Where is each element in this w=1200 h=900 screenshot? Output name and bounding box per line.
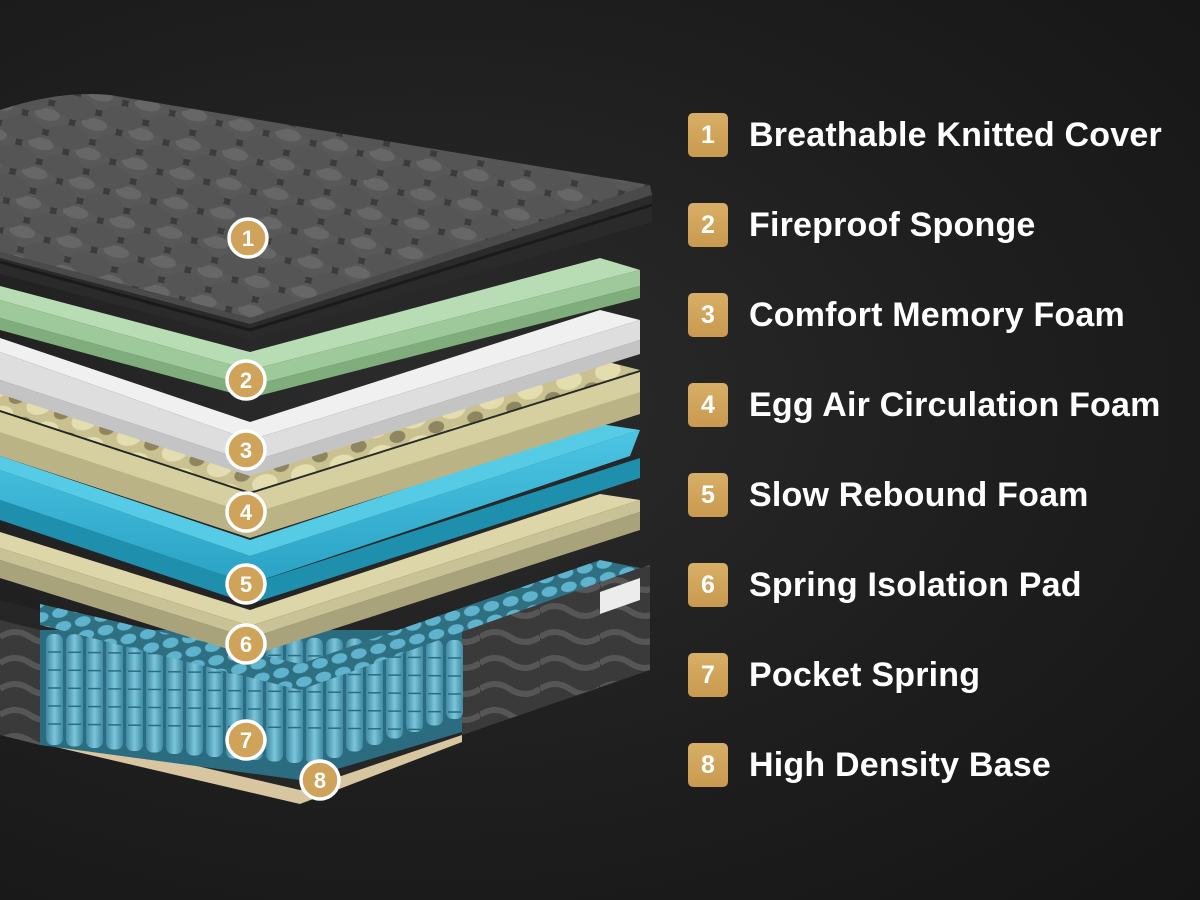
- spring-coil: [426, 639, 443, 726]
- spring-coil: [46, 634, 63, 745]
- spring-coil: [386, 639, 403, 739]
- layer-pocket-spring: [0, 560, 650, 790]
- legend-label: Comfort Memory Foam: [749, 295, 1125, 334]
- spring-coil: [106, 634, 123, 750]
- spring-coil: [286, 637, 303, 763]
- marker-circle: [225, 359, 267, 401]
- layer-marker-2: 2: [225, 359, 267, 401]
- legend-label: Pocket Spring: [749, 655, 981, 694]
- layer-marker-5: 5: [225, 563, 267, 605]
- marker-number: 2: [240, 368, 252, 393]
- layer-marker-6: 6: [225, 623, 267, 665]
- layer-memory-foam: [0, 310, 640, 476]
- legend-label: Spring Isolation Pad: [749, 565, 1082, 604]
- marker-circle: [227, 217, 269, 259]
- layer-marker-1: 1: [227, 217, 269, 259]
- layer-spring-isolation-pad: [0, 494, 640, 656]
- marker-circle: [225, 623, 267, 665]
- legend-badge: 8: [688, 743, 728, 787]
- spring-coil: [406, 639, 423, 732]
- legend-label: Egg Air Circulation Foam: [749, 385, 1161, 424]
- legend-item-7: 7 Pocket Spring: [688, 652, 980, 698]
- marker-number: 5: [240, 572, 252, 597]
- legend-item-6: 6 Spring Isolation Pad: [688, 562, 1082, 608]
- legend-badge: 2: [688, 203, 728, 247]
- spring-coil: [446, 640, 463, 719]
- layer-marker-4: 4: [225, 491, 267, 533]
- legend-item-1: 1 Breathable Knitted Cover: [688, 112, 1162, 158]
- spring-coil: [66, 634, 83, 747]
- marker-circle: [225, 563, 267, 605]
- layer-knitted-cover: [0, 94, 653, 340]
- legend-label: Breathable Knitted Cover: [749, 115, 1162, 154]
- legend-label: Fireproof Sponge: [749, 205, 1036, 244]
- spring-coil: [126, 635, 143, 751]
- legend-label: Slow Rebound Foam: [749, 475, 1089, 514]
- legend-badge: 6: [688, 563, 728, 607]
- marker-number: 6: [240, 632, 252, 657]
- legend-badge: 7: [688, 653, 728, 697]
- legend-badge: 1: [688, 113, 728, 157]
- legend-badge: 5: [688, 473, 728, 517]
- marker-number: 1: [242, 226, 254, 251]
- layer-marker-8: 8: [299, 759, 341, 801]
- marker-circle: [225, 491, 267, 533]
- marker-circle: [225, 429, 267, 471]
- layer-fireproof-sponge: [0, 258, 640, 398]
- layer-marker-3: 3: [225, 429, 267, 471]
- spring-coil: [166, 635, 183, 754]
- layer-egg-crate-foam: [0, 360, 640, 538]
- legend-item-2: 2 Fireproof Sponge: [688, 202, 1036, 248]
- layer-slow-rebound-foam: [0, 424, 640, 604]
- legend-badge: 3: [688, 293, 728, 337]
- marker-number: 3: [240, 438, 252, 463]
- spring-coil: [306, 637, 323, 765]
- spring-coil: [366, 638, 383, 745]
- marker-circle: [299, 759, 341, 801]
- spring-coil: [146, 635, 163, 753]
- legend-item-4: 4 Egg Air Circulation Foam: [688, 382, 1161, 428]
- spring-coil: [86, 634, 103, 748]
- legend-item-8: 8 High Density Base: [688, 742, 1051, 788]
- legend-item-5: 5 Slow Rebound Foam: [688, 472, 1089, 518]
- legend-label: High Density Base: [749, 745, 1051, 784]
- marker-number: 4: [240, 500, 253, 525]
- legend-item-3: 3 Comfort Memory Foam: [688, 292, 1125, 338]
- marker-number: 8: [314, 768, 326, 793]
- legend-badge: 4: [688, 383, 728, 427]
- layer-marker-7: 7: [225, 719, 267, 761]
- marker-number: 7: [240, 728, 252, 753]
- marker-circle: [225, 719, 267, 761]
- mattress-exploded-illustration: 1 2 3 4 5 6 7 8: [0, 94, 653, 804]
